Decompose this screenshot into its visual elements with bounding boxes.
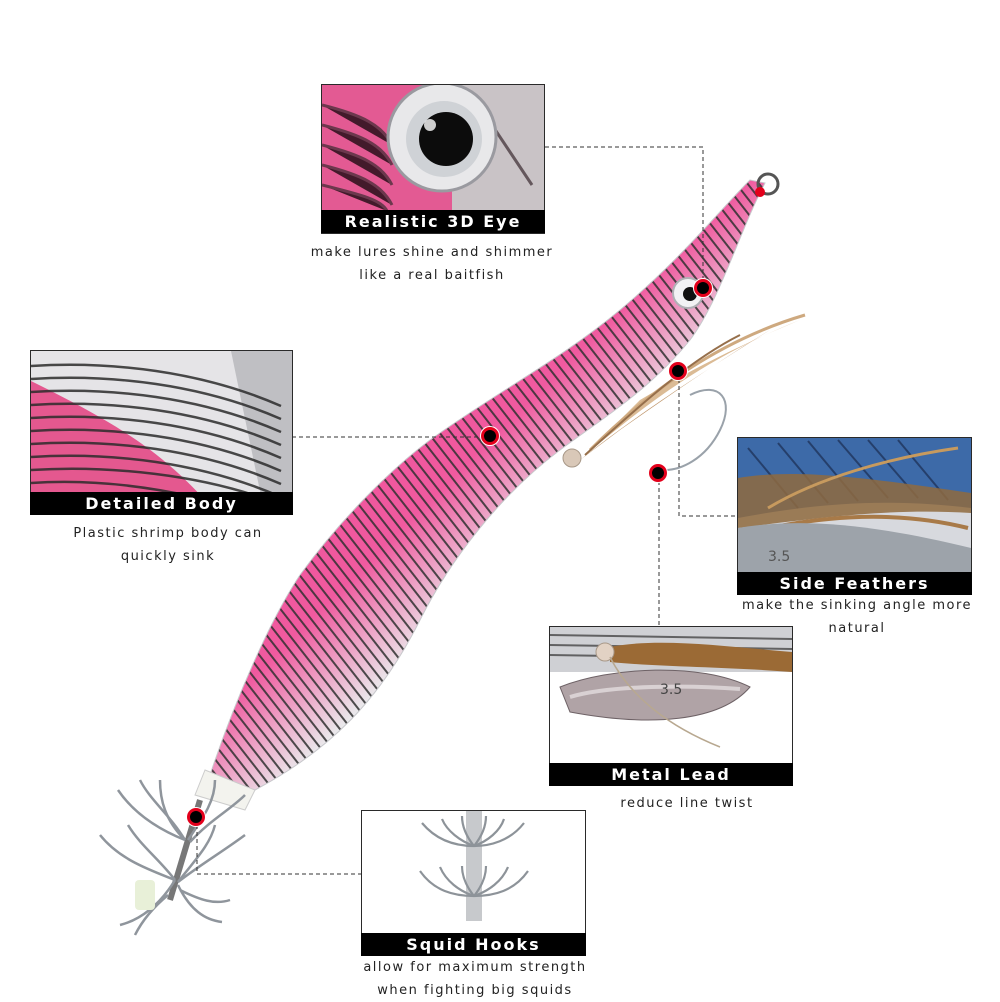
marker-eye bbox=[694, 279, 712, 297]
hooks-closeup-image bbox=[362, 811, 585, 933]
lead-closeup-image: 3.5 bbox=[550, 627, 792, 765]
feather-tuft bbox=[580, 313, 806, 460]
body-closeup-image bbox=[31, 351, 292, 496]
body-detail-card bbox=[30, 350, 293, 497]
hooks-detail-card bbox=[361, 810, 586, 956]
feathers-description: make the sinking angle more natural bbox=[741, 598, 973, 636]
eye-detail-card bbox=[321, 84, 545, 234]
body-description: Plastic shrimp body can quickly sink bbox=[73, 526, 263, 564]
eye-title-bar: Realistic 3D Eye bbox=[321, 210, 545, 233]
marker-hooks bbox=[187, 808, 205, 826]
feathers-closeup-image: 3.5 bbox=[738, 438, 971, 573]
marker-lead bbox=[649, 464, 667, 482]
eye-description: make lures shine and shimmer like a real… bbox=[310, 245, 554, 283]
eye-closeup-image bbox=[322, 85, 544, 211]
body-title-bar: Detailed Body bbox=[30, 492, 293, 515]
leader-lines bbox=[196, 146, 737, 875]
lead-detail-card: 3.5 bbox=[549, 626, 793, 766]
lead-title-bar: Metal Lead bbox=[549, 763, 793, 786]
hooks-description: allow for maximum strength when fighting… bbox=[363, 960, 587, 998]
marker-feathers bbox=[669, 362, 687, 380]
lead-weight-text: 3.5 bbox=[660, 682, 682, 698]
hooks-title-bar: Squid Hooks bbox=[361, 933, 586, 956]
feathers-title-bar: Side Feathers bbox=[737, 572, 972, 595]
lead-marking-text: 3.5 bbox=[768, 549, 790, 565]
lead-description: reduce line twist bbox=[620, 796, 754, 811]
marker-body bbox=[481, 427, 499, 445]
feathers-detail-card: 3.5 bbox=[737, 437, 972, 574]
